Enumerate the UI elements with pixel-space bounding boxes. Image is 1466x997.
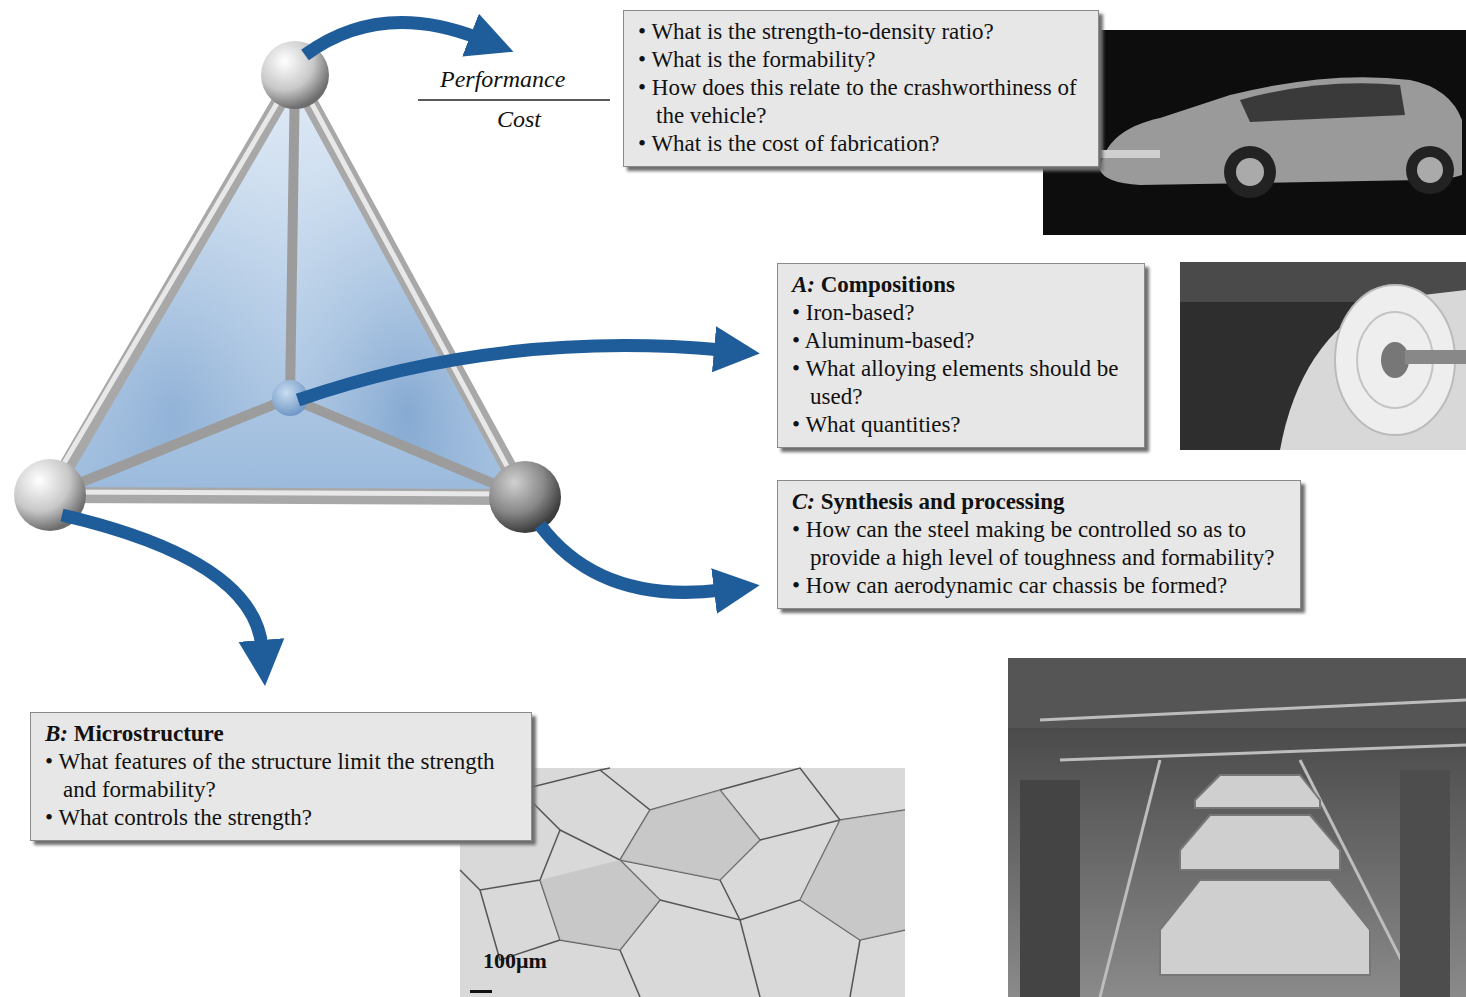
bullet-item: • What is the formability? <box>638 46 1086 74</box>
cost-label: Cost <box>497 106 541 133</box>
bullet-item: • Iron-based? <box>792 299 1132 327</box>
composition-box: A: Compositions• Iron-based?• Aluminum-b… <box>777 263 1145 448</box>
bullet-item: • What quantities? <box>792 411 1132 439</box>
sheet-roll-photo <box>1180 262 1466 450</box>
factory-photo <box>1008 658 1466 997</box>
bullet-item: • What is the strength-to-density ratio? <box>638 18 1086 46</box>
bullet-item: • How does this relate to the crashworth… <box>638 74 1086 130</box>
processing-box: C: Synthesis and processing• How can the… <box>777 480 1301 609</box>
tetrahedron <box>14 41 561 533</box>
bullet-item: • How can aerodynamic car chassis be for… <box>792 572 1288 600</box>
performance-label: Performance <box>440 66 565 93</box>
bullet-item: • What features of the structure limit t… <box>45 748 519 804</box>
scale-label: 100μm <box>483 948 547 974</box>
microstructure-box: B: Microstructure• What features of the … <box>30 712 532 841</box>
box-heading: C: Synthesis and processing <box>792 488 1288 516</box>
box-heading: B: Microstructure <box>45 720 519 748</box>
bullet-item: • What controls the strength? <box>45 804 519 832</box>
bullet-item: • How can the steel making be controlled… <box>792 516 1288 572</box>
car-photo <box>1043 30 1466 235</box>
question-box: • What is the strength-to-density ratio?… <box>623 10 1099 167</box>
fraction-bar <box>418 99 610 101</box>
bullet-item: • Aluminum-based? <box>792 327 1132 355</box>
bullet-item: • What alloying elements should be used? <box>792 355 1132 411</box>
box-heading: A: Compositions <box>792 271 1132 299</box>
bullet-item: • What is the cost of fabrication? <box>638 130 1086 158</box>
